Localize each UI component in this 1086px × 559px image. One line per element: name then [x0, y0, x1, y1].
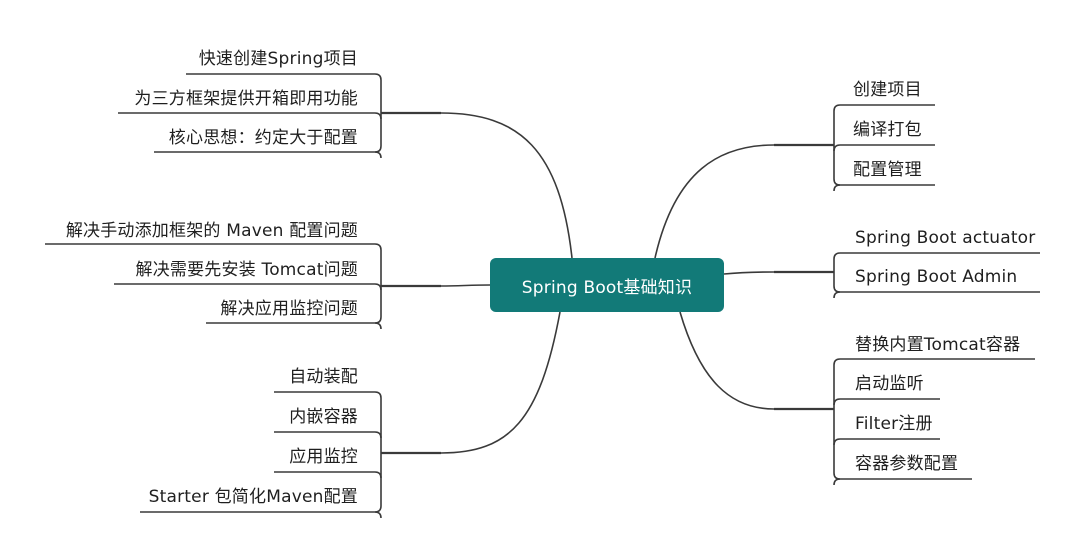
left-group-1-bracket [374, 80, 382, 153]
left-group-1-underline [186, 73, 382, 81]
left-group-3-item[interactable]: Starter 包简化Maven配置 [148, 487, 358, 507]
right-group-2-underline [833, 291, 1040, 299]
right-group-2-item[interactable]: Spring Boot Admin [855, 267, 1018, 287]
right-group-3-underline [833, 438, 940, 446]
right-group-1-underline [833, 104, 935, 112]
curve-right-2 [723, 271, 775, 275]
left-group-2-item[interactable]: 解决应用监控问题 [220, 299, 358, 319]
right-group-1-underline [833, 184, 935, 192]
right-group-1-bracket [833, 111, 841, 186]
left-group-3-item[interactable]: 内嵌容器 [289, 407, 358, 427]
left-group-2-underline [45, 243, 382, 251]
left-group-3-underline [274, 471, 382, 479]
right-group-1-underline [833, 144, 935, 152]
right-group-3-bracket [833, 365, 841, 480]
central-topic-label: Spring Boot基础知识 [521, 277, 693, 298]
left-group-1-underline [154, 151, 382, 159]
curve-left-2 [440, 284, 491, 287]
left-group-2-item[interactable]: 解决手动添加框架的 Maven 配置问题 [65, 221, 358, 241]
left-group-1-item[interactable]: 为三方框架提供开箱即用功能 [134, 89, 358, 109]
left-group-3-underline [274, 391, 382, 399]
left-group-3-bracket [374, 398, 382, 513]
central-topic[interactable]: Spring Boot基础知识 [490, 258, 724, 312]
left-group-3-item[interactable]: 应用监控 [289, 447, 358, 467]
left-group-2-item[interactable]: 解决需要先安装 Tomcat问题 [135, 260, 358, 280]
left-group-1-item[interactable]: 核心思想：约定大于配置 [168, 128, 358, 148]
right-group-2-underline [833, 252, 1040, 260]
right-group-2-item[interactable]: Spring Boot actuator [855, 228, 1036, 248]
left-group-1-item[interactable]: 快速创建Spring项目 [198, 49, 358, 69]
left-group-3-item[interactable]: 自动装配 [289, 367, 358, 387]
left-group-2-bracket [374, 250, 382, 324]
left-group-1-underline [118, 112, 382, 120]
right-group-3-item[interactable]: 替换内置Tomcat容器 [855, 335, 1021, 355]
curve-right-3 [679, 311, 775, 410]
right-group-3-underline [833, 398, 940, 406]
right-group-3-underline [833, 478, 972, 486]
left-group-2-underline [114, 283, 382, 291]
right-group-2-bracket [833, 259, 841, 293]
left-group-3-underline [140, 511, 382, 519]
right-group-3-underline [833, 358, 1035, 366]
left-group-2-underline [206, 322, 382, 330]
right-group-1-item[interactable]: 编译打包 [853, 120, 922, 140]
curve-left-3 [440, 311, 561, 454]
left-group-3-underline [274, 431, 382, 439]
right-group-3-item[interactable]: 容器参数配置 [855, 454, 959, 474]
curve-left-1 [440, 112, 573, 259]
right-group-3-item[interactable]: Filter注册 [855, 414, 933, 434]
right-group-1-item[interactable]: 创建项目 [853, 80, 922, 100]
curve-right-1 [654, 144, 775, 259]
right-group-3-item[interactable]: 启动监听 [855, 374, 924, 394]
right-group-1-item[interactable]: 配置管理 [853, 160, 922, 180]
